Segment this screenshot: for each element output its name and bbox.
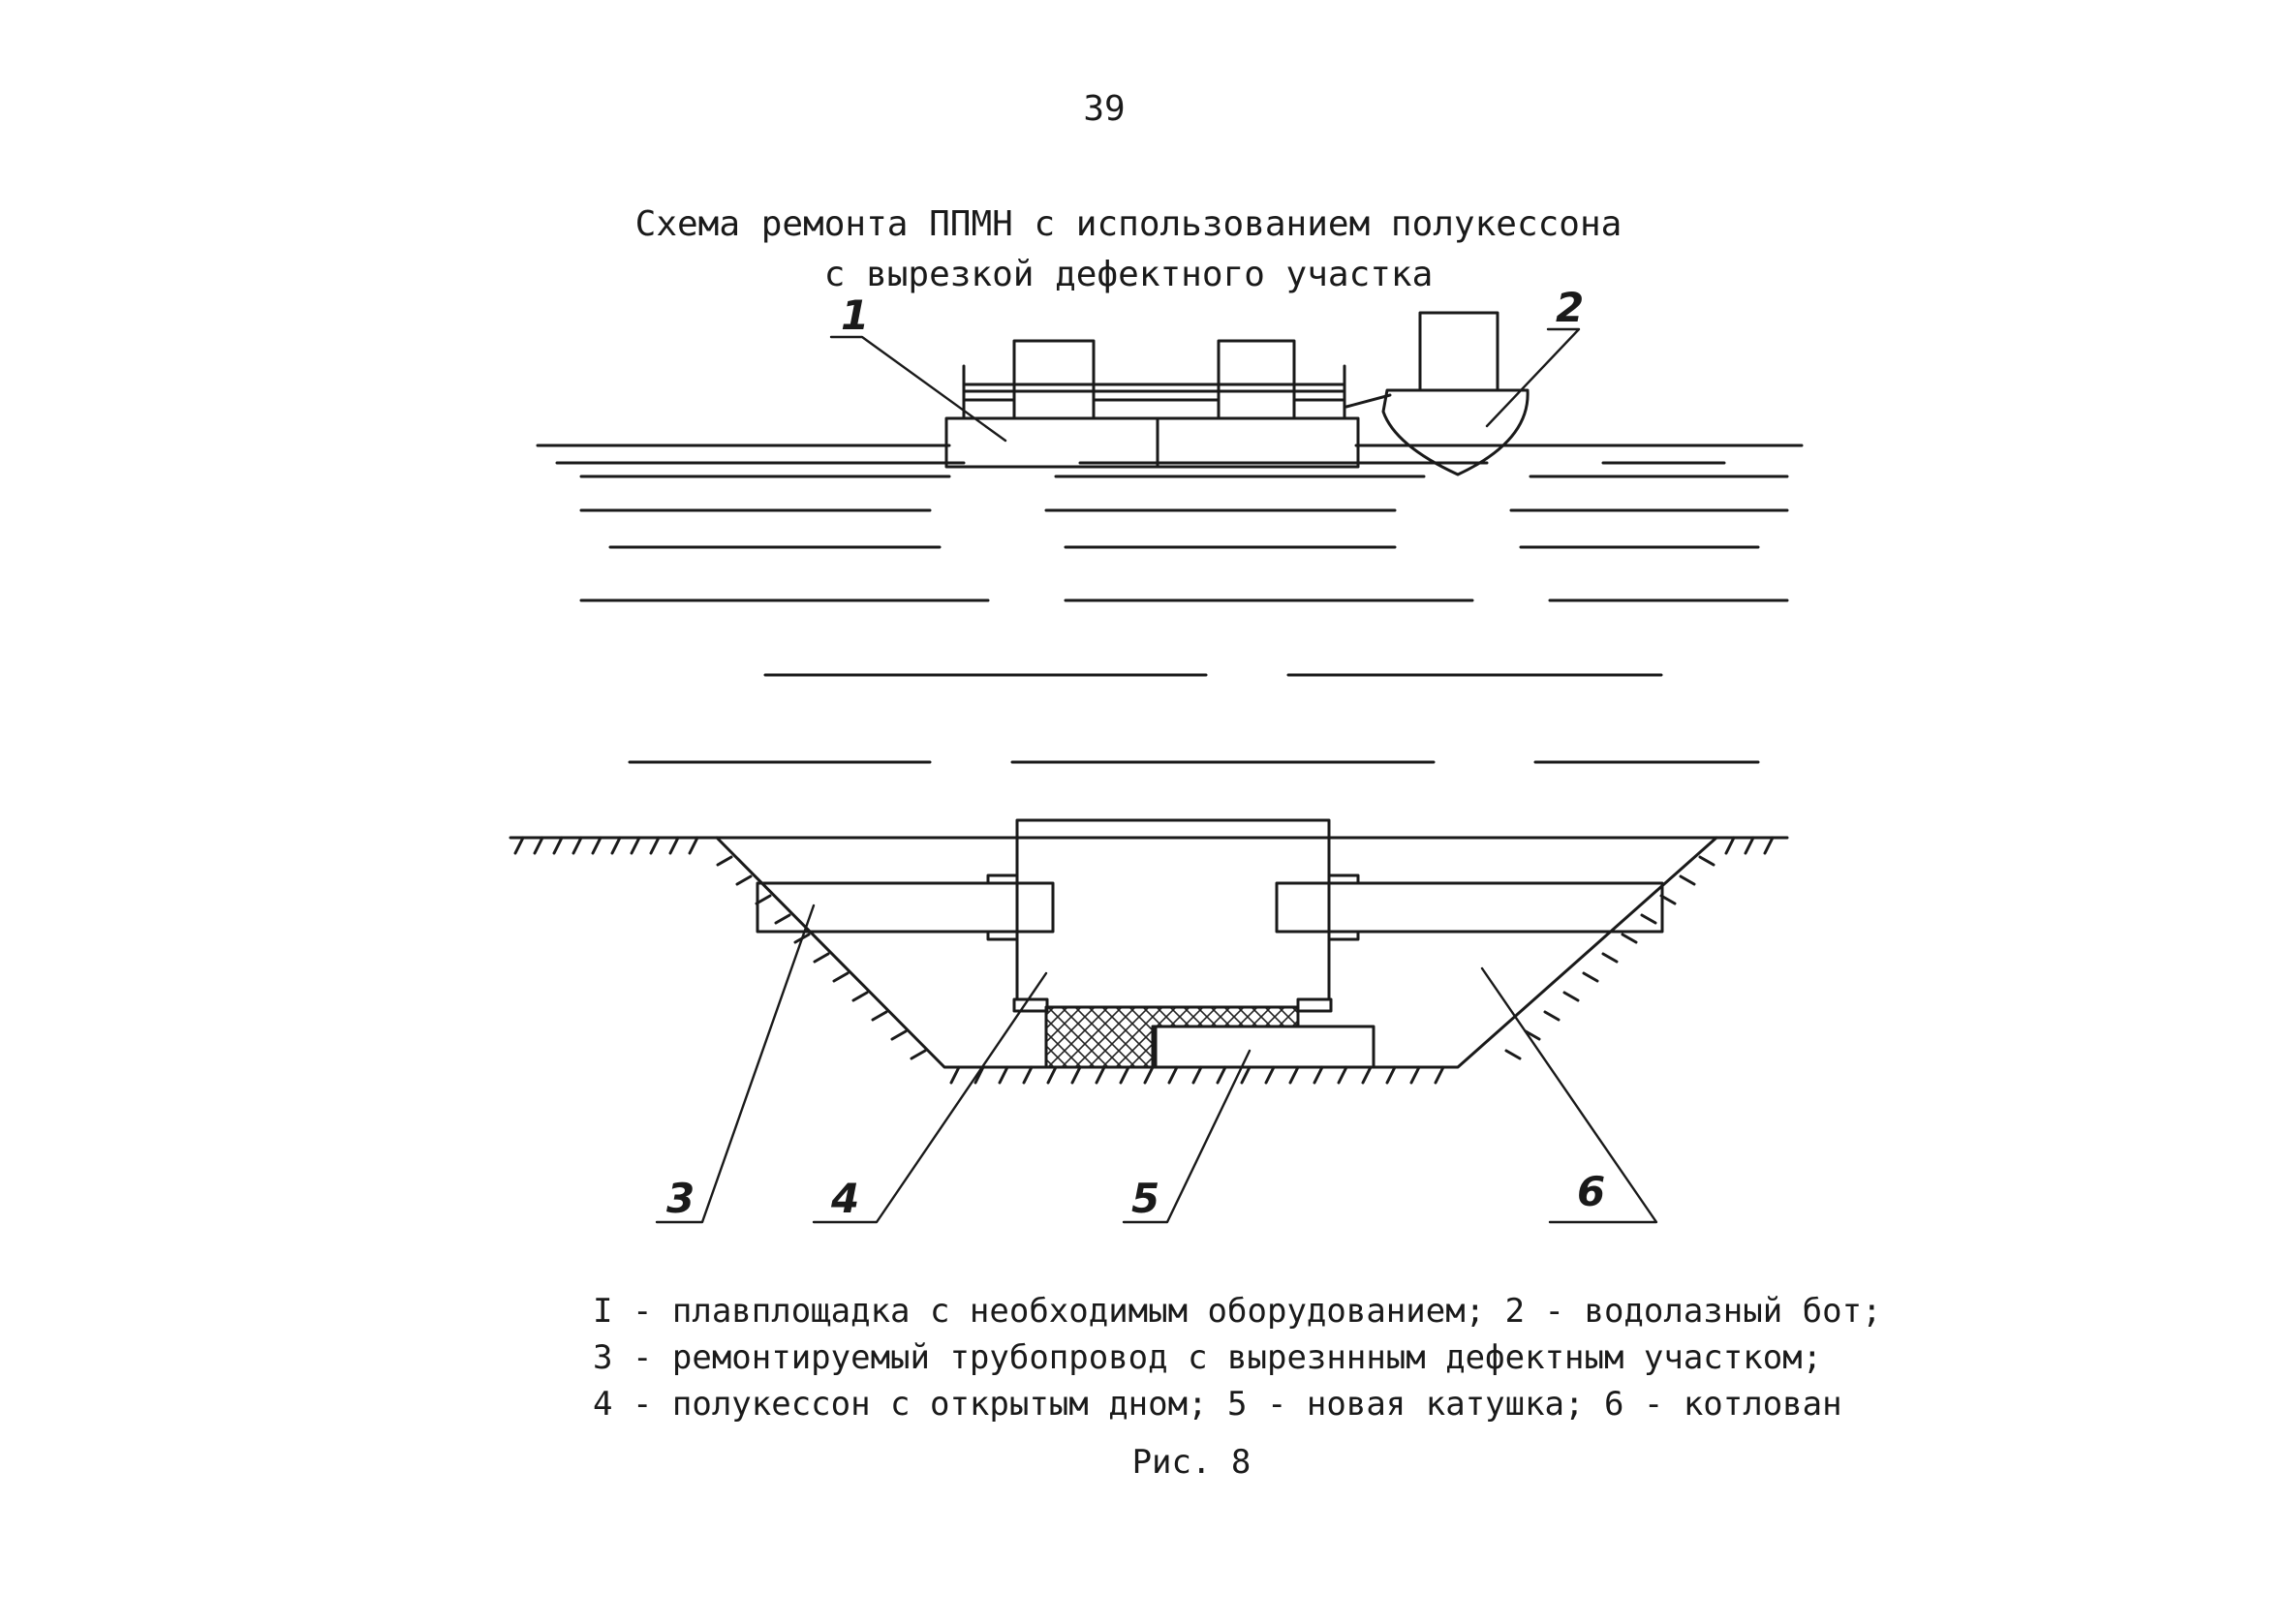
legend: I - плавплощадка с необходимым оборудова…	[593, 1288, 1949, 1427]
leader-line-2	[1485, 327, 1581, 428]
leader-line-5	[1122, 1049, 1252, 1224]
excavation-pit	[715, 836, 1718, 1085]
floating-platform	[944, 339, 1360, 469]
tow-cable	[1344, 393, 1392, 409]
callout-2: 2	[1556, 284, 1584, 331]
new-spool	[1154, 1025, 1375, 1069]
seabed	[509, 836, 1789, 855]
callout-3: 3	[666, 1175, 695, 1222]
legend-line-1: I - плавплощадка с необходимым оборудова…	[593, 1292, 1882, 1331]
page-number: 39	[1083, 89, 1126, 129]
figure-title: Схема ремонта ППМН с использованием полу…	[484, 199, 1773, 300]
caisson-seal	[1044, 1005, 1300, 1069]
callout-1: 1	[841, 291, 869, 339]
callout-5: 5	[1131, 1175, 1159, 1222]
figure-caption: Рис. 8	[1131, 1443, 1252, 1482]
figure-title-line-1: Схема ремонта ППМН с использованием полу…	[634, 204, 1623, 244]
diving-boat	[1381, 311, 1530, 476]
legend-line-3: 4 - полукессон с открытым дном; 5 - нова…	[593, 1385, 1842, 1424]
leader-lines	[655, 327, 1658, 1224]
figure-title-line-2: с вырезкой дефектного участка	[823, 255, 1434, 294]
leader-line-1	[829, 335, 1007, 443]
leader-line-3	[655, 904, 816, 1224]
callout-4: 4	[830, 1175, 859, 1222]
legend-line-2: 3 - ремонтируемый трубопровод с вырезннн…	[593, 1338, 1823, 1377]
leader-line-4	[812, 971, 1048, 1224]
half-caisson	[986, 818, 1360, 1013]
leader-line-6	[1480, 966, 1658, 1224]
water-lines	[536, 444, 1804, 764]
repaired-pipeline	[756, 881, 1664, 934]
callout-6: 6	[1577, 1168, 1605, 1215]
